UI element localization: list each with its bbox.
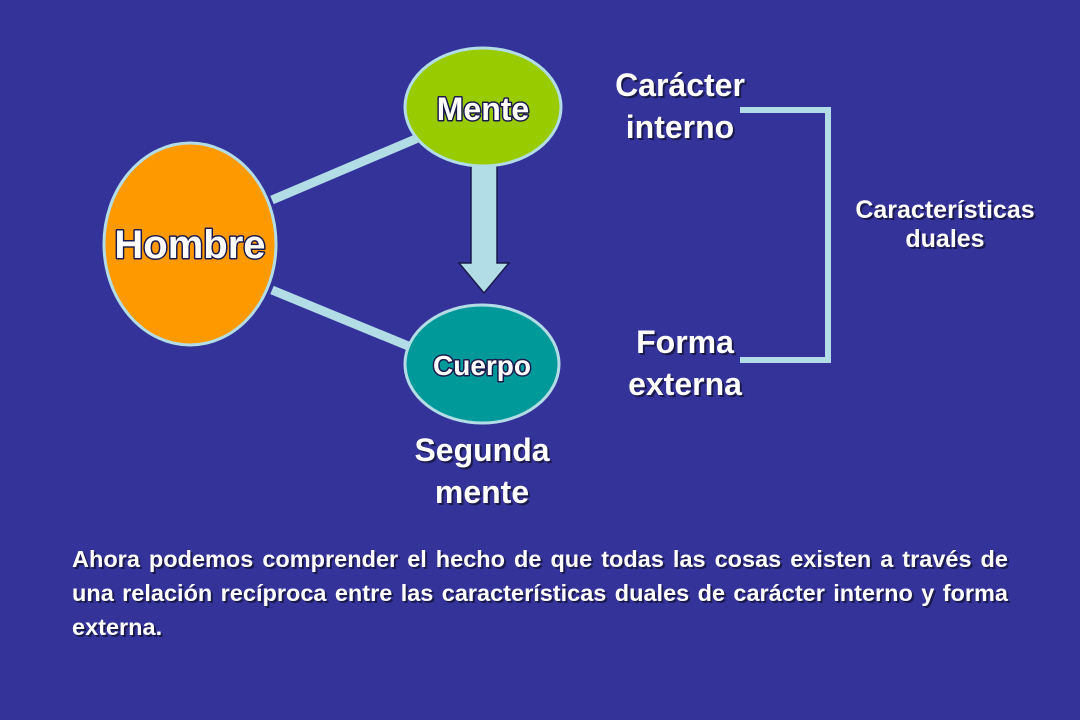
node-mente-label: Mente (437, 91, 529, 127)
node-hombre: Hombre (102, 141, 278, 347)
label-forma-line2: externa (628, 365, 742, 402)
node-cuerpo: Cuerpo (403, 303, 561, 425)
down-arrow-icon (457, 162, 511, 295)
connector-hombre-cuerpo (270, 285, 420, 355)
bracket-connector (740, 107, 831, 363)
label-duales-line1: Características (855, 196, 1035, 224)
node-mente: Mente (403, 46, 563, 168)
label-forma-externa: Forma externa (585, 322, 785, 405)
node-cuerpo-label: Cuerpo (433, 350, 531, 381)
label-caracter-interno: Carácter interno (580, 65, 780, 148)
label-forma-line1: Forma (636, 324, 734, 360)
label-segunda-mente: Segunda mente (382, 430, 582, 513)
label-caracter-line1: Carácter (615, 67, 745, 103)
node-hombre-label: Hombre (114, 223, 265, 267)
label-segunda-line2: mente (434, 473, 530, 510)
label-duales-line2: duales (905, 224, 985, 253)
caption-text: Ahora podemos comprender el hecho de que… (72, 546, 1008, 641)
label-caracter-line2: interno (625, 108, 735, 145)
connector-hombre-mente (270, 133, 420, 205)
label-caracteristicas-duales: Características duales (835, 196, 1055, 254)
label-segunda-line1: Segunda (414, 432, 550, 468)
